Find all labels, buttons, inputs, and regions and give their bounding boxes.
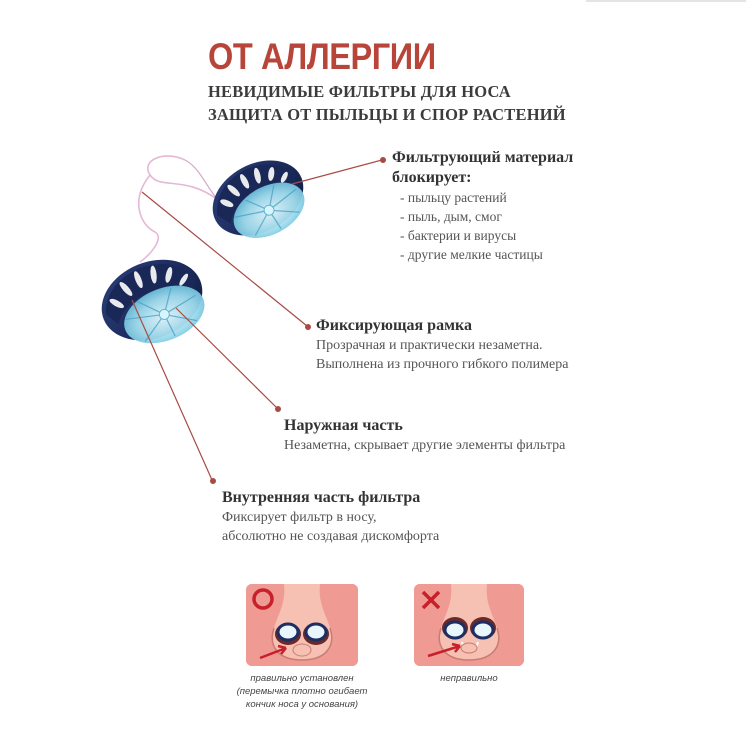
correct-installation-card [246, 584, 358, 666]
callout-frame-text-1: Прозрачная и практически незаметна. [316, 338, 543, 353]
correct-circle-icon [252, 588, 274, 610]
correct-caption-line-1: правильно установлен [250, 673, 354, 684]
list-item: пыль, дым, смог [400, 207, 573, 226]
leader-line-outer [175, 307, 278, 409]
leader-dots [210, 157, 386, 484]
incorrect-caption-line-1: неправильно [440, 673, 498, 684]
leader-line-filter-material [291, 159, 383, 185]
bridge-string [138, 155, 219, 263]
cross-icon [421, 590, 441, 610]
callout-filter-material-title-2: блокирует: [392, 169, 472, 186]
leader-line-frame [141, 191, 308, 327]
incorrect-installation-card [414, 584, 524, 666]
lower-filter [101, 259, 205, 344]
correct-caption: правильно установлен (перемычка плотно о… [236, 672, 368, 711]
correct-caption-line-2: (перемычка плотно огибает [236, 686, 368, 697]
subtitle-line-1: НЕВИДИМЫЕ ФИЛЬТРЫ ДЛЯ НОСА [208, 82, 511, 101]
blocked-items-list: пыльцу растений пыль, дым, смог бактерии… [392, 188, 573, 264]
callout-inner-text-1: Фиксирует фильтр в носу, [222, 510, 377, 525]
incorrect-caption: неправильно [414, 672, 524, 685]
correct-caption-line-3: кончик носа у основания) [245, 699, 359, 710]
upper-filter [212, 160, 305, 238]
top-divider [586, 0, 746, 2]
callout-inner-part: Внутренняя часть фильтра Фиксирует фильт… [222, 488, 439, 546]
callout-inner-title: Внутренняя часть фильтра [222, 489, 421, 506]
list-item: бактерии и вирусы [400, 226, 573, 245]
subtitle-line-2: ЗАЩИТА ОТ ПЫЛЬЦЫ И СПОР РАСТЕНИЙ [208, 105, 566, 124]
leader-line-inner [131, 299, 213, 481]
list-item: пыльцу растений [400, 188, 573, 207]
list-item: другие мелкие частицы [400, 245, 573, 264]
callout-frame: Фиксирующая рамка Прозрачная и практичес… [316, 316, 568, 374]
callout-outer-text: Незаметна, скрывает другие элементы филь… [284, 438, 566, 453]
callout-frame-text-2: Выполнена из прочного гибкого полимера [316, 357, 569, 372]
leader-lines [131, 159, 383, 481]
callout-filter-material: Фильтрующий материал блокирует: пыльцу р… [392, 148, 573, 264]
callout-filter-material-title-1: Фильтрующий материал [392, 149, 574, 166]
callout-inner-text-2: абсолютно не создавая дискомфорта [222, 529, 440, 544]
callout-outer-title: Наружная часть [284, 417, 403, 434]
callout-outer-part: Наружная часть Незаметна, скрывает други… [284, 416, 565, 455]
callout-frame-title: Фиксирующая рамка [316, 317, 472, 334]
page-title: ОТ АЛЛЕРГИИ [208, 36, 436, 77]
